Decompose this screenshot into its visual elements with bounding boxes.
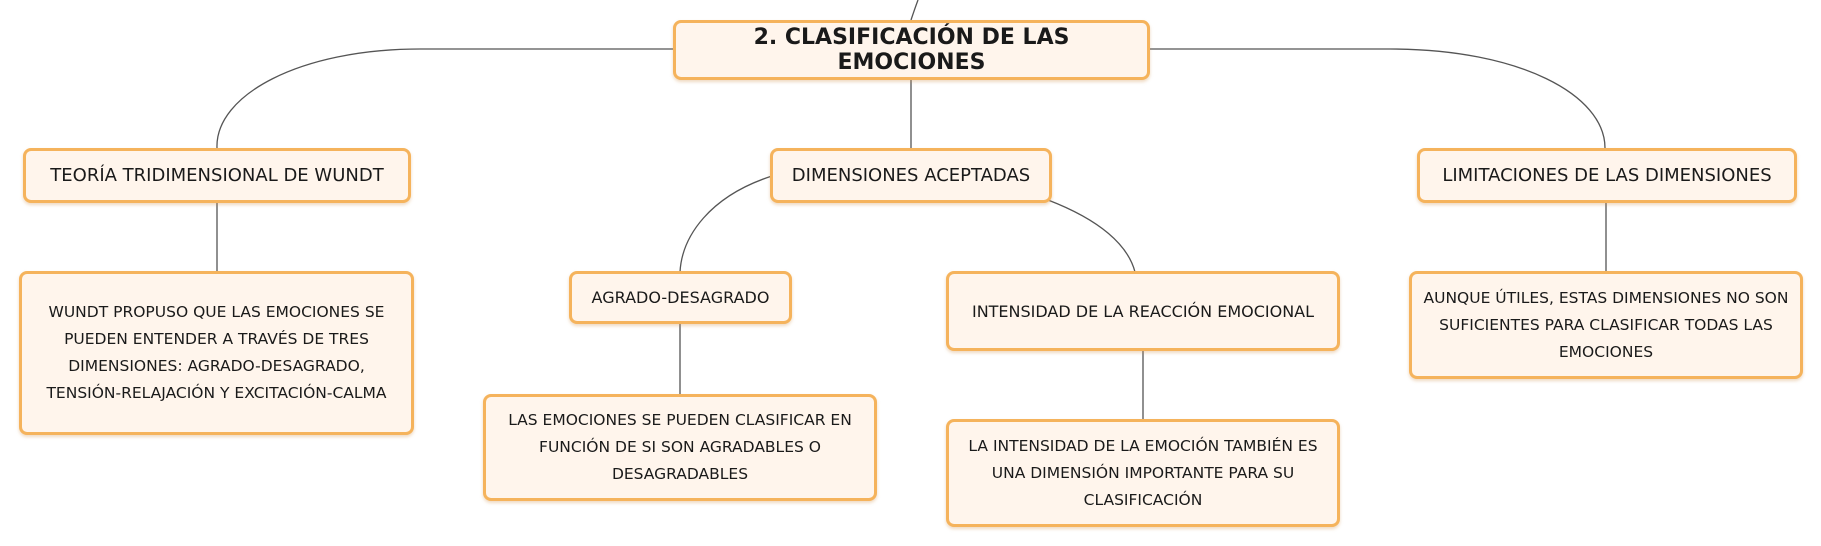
node-teoria-wundt[interactable]: TEORÍA TRIDIMENSIONAL DE WUNDT [23,148,411,203]
connector-root-to-wundt [216,48,673,149]
node-dimensiones-aceptadas[interactable]: DIMENSIONES ACEPTADAS [770,148,1052,203]
node-limitaciones-description[interactable]: AUNQUE ÚTILES, ESTAS DIMENSIONES NO SON … [1409,271,1803,379]
node-agrado-desagrado[interactable]: AGRADO-DESAGRADO [569,271,792,324]
node-agrado-desagrado-label: AGRADO-DESAGRADO [591,288,770,307]
connector-root-to-limitaciones [1147,48,1606,149]
node-intensidad-description-text: LA INTENSIDAD DE LA EMOCIÓN TAMBIÉN ES U… [968,436,1318,509]
node-teoria-wundt-label: TEORÍA TRIDIMENSIONAL DE WUNDT [50,165,384,186]
node-limitaciones-description-text: AUNQUE ÚTILES, ESTAS DIMENSIONES NO SON … [1423,288,1789,361]
node-intensidad-reaccion[interactable]: INTENSIDAD DE LA REACCIÓN EMOCIONAL [946,271,1340,351]
node-agrado-description[interactable]: LAS EMOCIONES SE PUEDEN CLASIFICAR EN FU… [483,394,877,501]
root-node-label: 2. CLASIFICACIÓN DE LAS EMOCIONES [753,25,1070,75]
node-limitaciones-label: LIMITACIONES DE LAS DIMENSIONES [1442,165,1772,186]
connector-dimensiones-to-agrado [679,175,773,273]
connector-dimensiones-to-intensidad [1047,199,1136,273]
connector-line-incoming [910,0,919,21]
node-intensidad-description[interactable]: LA INTENSIDAD DE LA EMOCIÓN TAMBIÉN ES U… [946,419,1340,527]
node-wundt-description-text: WUNDT PROPUSO QUE LAS EMOCIONES SE PUEDE… [46,303,387,402]
root-node[interactable]: 2. CLASIFICACIÓN DE LAS EMOCIONES [673,20,1150,80]
node-agrado-description-text: LAS EMOCIONES SE PUEDEN CLASIFICAR EN FU… [508,411,852,483]
node-dimensiones-aceptadas-label: DIMENSIONES ACEPTADAS [791,165,1031,186]
node-intensidad-reaccion-label: INTENSIDAD DE LA REACCIÓN EMOCIONAL [971,301,1315,321]
node-wundt-description[interactable]: WUNDT PROPUSO QUE LAS EMOCIONES SE PUEDE… [19,271,414,435]
node-limitaciones[interactable]: LIMITACIONES DE LAS DIMENSIONES [1417,148,1797,203]
